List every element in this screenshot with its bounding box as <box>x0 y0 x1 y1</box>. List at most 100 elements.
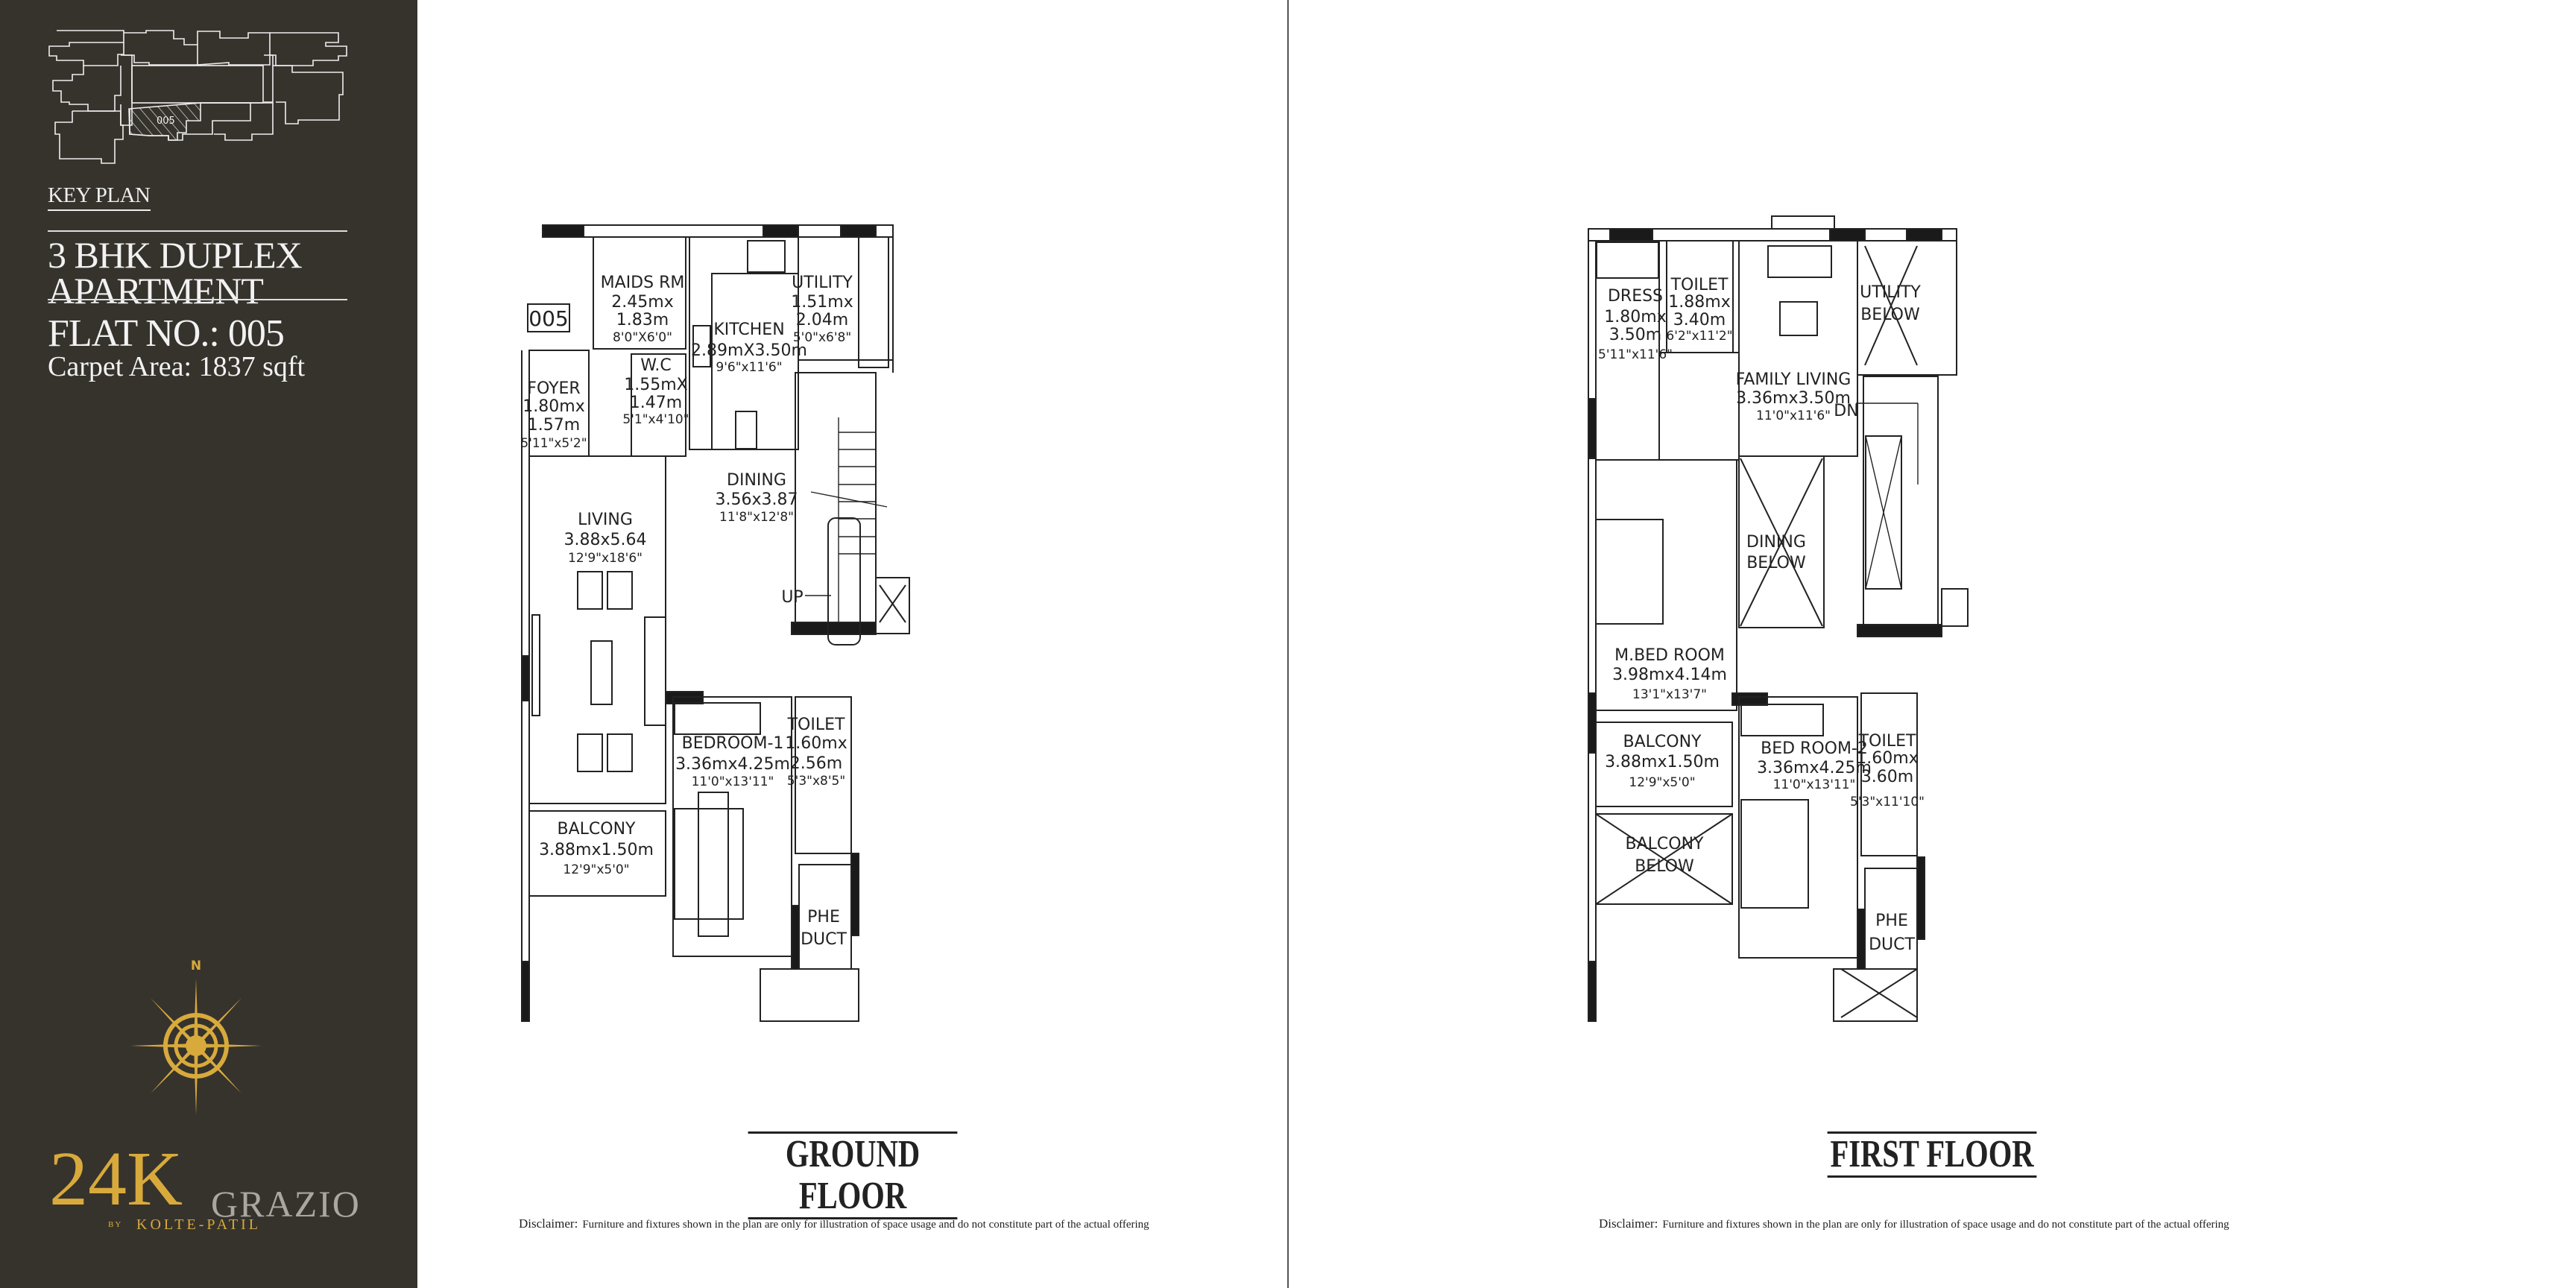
room-dimensions: 3.98mx4.14m <box>1612 666 1727 684</box>
room-dimensions: BELOW <box>1635 857 1694 876</box>
divider <box>48 230 347 232</box>
balcony-below <box>1595 813 1733 905</box>
room-dimensions: 3.36mx4.25m <box>1757 759 1872 777</box>
room-dimensions-feet: 5'1"x4'10" <box>622 412 689 427</box>
dining-below <box>1738 455 1825 628</box>
carpet-area: Carpet Area: 1837 sqft <box>48 351 306 382</box>
room-name: DRESS <box>1608 287 1663 306</box>
room-name: BED ROOM-2 <box>1761 739 1868 758</box>
room-dimensions: 3.50m <box>1609 326 1661 344</box>
room-dimensions: 2.56m <box>790 754 842 773</box>
room-dimensions: 1.60mx <box>1856 749 1918 768</box>
page-divider <box>1287 0 1289 1288</box>
room-dimensions: 3.36mx3.50m <box>1736 389 1851 408</box>
room-dimensions: 1.88mx <box>1668 293 1730 312</box>
ground-floor-title: GROUND FLOOR <box>748 1131 958 1219</box>
sofa <box>644 616 666 726</box>
disclaimer-label: Disclaimer: <box>519 1216 578 1231</box>
room-dimensions-feet: 5'11"x11'6" <box>1598 347 1673 362</box>
apartment-type-line2: APARTMENT <box>48 270 264 312</box>
room-name: MAIDS RM <box>601 274 685 292</box>
room-dimensions: 1.57m <box>528 416 580 435</box>
stair-up-label: UP <box>781 588 803 607</box>
room-dimensions: 3.88mx1.50m <box>1605 753 1720 771</box>
room-dimensions-feet: 13'1"x13'7" <box>1632 687 1707 702</box>
balcony <box>1595 722 1733 807</box>
ground-floor-plan: MAIDS RM2.45mx1.83m8'0"X6'0"KITCHEN2.89m… <box>520 224 910 1022</box>
room-name: W.C <box>640 356 672 375</box>
room-name: BALCONY <box>558 820 637 839</box>
room-dimensions: 1.51mx <box>791 293 853 312</box>
room-dimensions: 3.60m <box>1861 768 1913 786</box>
room-dimensions-feet: 6'2"x11'2" <box>1666 329 1732 344</box>
room-dimensions: 1.83m <box>616 311 669 329</box>
coffee-table <box>590 640 613 705</box>
room-dimensions: 1.80mx <box>523 397 584 416</box>
balcony <box>528 810 666 897</box>
room-dimensions: DUCT <box>1869 935 1915 954</box>
room-dimensions-feet: 5'3"x8'5" <box>787 774 845 789</box>
room-name: BALCONY <box>1623 733 1702 751</box>
room-dimensions: DUCT <box>801 930 847 949</box>
coffee-table <box>1779 301 1818 336</box>
room-name: DINING <box>1746 533 1806 552</box>
stair-down-label: DN <box>1834 402 1858 420</box>
bedroom-2 <box>1738 696 1858 959</box>
room-dimensions-feet: 11'0"x11'6" <box>1756 408 1831 423</box>
disclaimer-text: Furniture and fixtures shown in the plan… <box>1662 1219 2229 1231</box>
room-dimensions: 1.55mX <box>624 376 688 394</box>
unit-tag-box <box>527 303 570 332</box>
key-plan-unit-label: 005 <box>157 116 175 127</box>
room-name: KITCHEN <box>713 321 784 339</box>
room-name: FAMILY LIVING <box>1736 370 1852 389</box>
room-dimensions: 2.89mX3.50m <box>691 341 807 360</box>
ground-floor-disclaimer: Disclaimer:Furniture and fixtures shown … <box>519 1216 1149 1231</box>
family-living <box>1738 240 1858 457</box>
room-name: LIVING <box>578 511 633 529</box>
compass-icon: N <box>130 959 262 1115</box>
room-name: TOILET <box>1858 732 1916 751</box>
room-dimensions-feet: 8'0"X6'0" <box>613 330 672 345</box>
key-plan-label: KEY PLAN <box>48 183 151 211</box>
disclaimer-label: Disclaimer: <box>1599 1216 1658 1231</box>
flat-number: FLAT NO.: 005 <box>48 312 285 355</box>
room-dimensions: 1.60mx <box>785 734 847 753</box>
sofa <box>1767 245 1832 278</box>
room-dimensions-feet: 5'3"x11'10" <box>1850 795 1925 809</box>
room-name: DINING <box>727 471 786 490</box>
room-dimensions-feet: 12'9"x5'0" <box>563 862 629 877</box>
room-dimensions: 3.36mx4.25m <box>675 755 790 774</box>
room-name: UTILITY <box>1860 283 1921 302</box>
dining-table <box>827 517 861 645</box>
room-dimensions-feet: 12'9"x18'6" <box>568 551 643 566</box>
room-dimensions: 3.88x5.64 <box>564 531 647 549</box>
bedroom-1 <box>672 696 792 957</box>
room-name: PHE <box>1875 912 1908 930</box>
room-dimensions-feet: 12'9"x5'0" <box>1629 775 1695 790</box>
sidebar: 005 KEY PLAN 3 BHK DUPLEX APARTMENT FLAT… <box>0 0 417 1288</box>
room-name: TOILET <box>1670 276 1729 294</box>
utility <box>798 236 894 361</box>
bed <box>674 808 744 920</box>
brand-logo-by: BY <box>108 1220 123 1229</box>
utility-below <box>1857 240 1957 376</box>
first-floor-disclaimer: Disclaimer: Furniture and fixtures shown … <box>1599 1216 2229 1231</box>
divider <box>48 299 347 300</box>
bed <box>1740 799 1809 909</box>
brand-logo-grazio: GRAZIO <box>211 1183 361 1225</box>
room-dimensions: 1.47m <box>630 394 682 412</box>
room-dimensions: 1.80mx <box>1604 308 1666 326</box>
room-dimensions-feet: 5'0"x6'8" <box>793 330 851 345</box>
bed <box>1595 519 1664 625</box>
room-dimensions: 3.56x3.87 <box>716 490 798 509</box>
unit-tag: 005 <box>528 306 568 331</box>
apartment-type-line1: 3 BHK DUPLEX <box>48 234 303 276</box>
staircase <box>795 372 877 623</box>
room-dimensions: 2.04m <box>796 311 848 329</box>
room-name: BEDROOM-1 <box>682 734 784 753</box>
room-dimensions-feet: 11'8"x12'8" <box>719 510 794 525</box>
room-dimensions: 3.88mx1.50m <box>539 841 654 859</box>
room-name: M.BED ROOM <box>1614 646 1725 665</box>
brand-logo-developer: KOLTE-PATIL <box>136 1216 261 1233</box>
